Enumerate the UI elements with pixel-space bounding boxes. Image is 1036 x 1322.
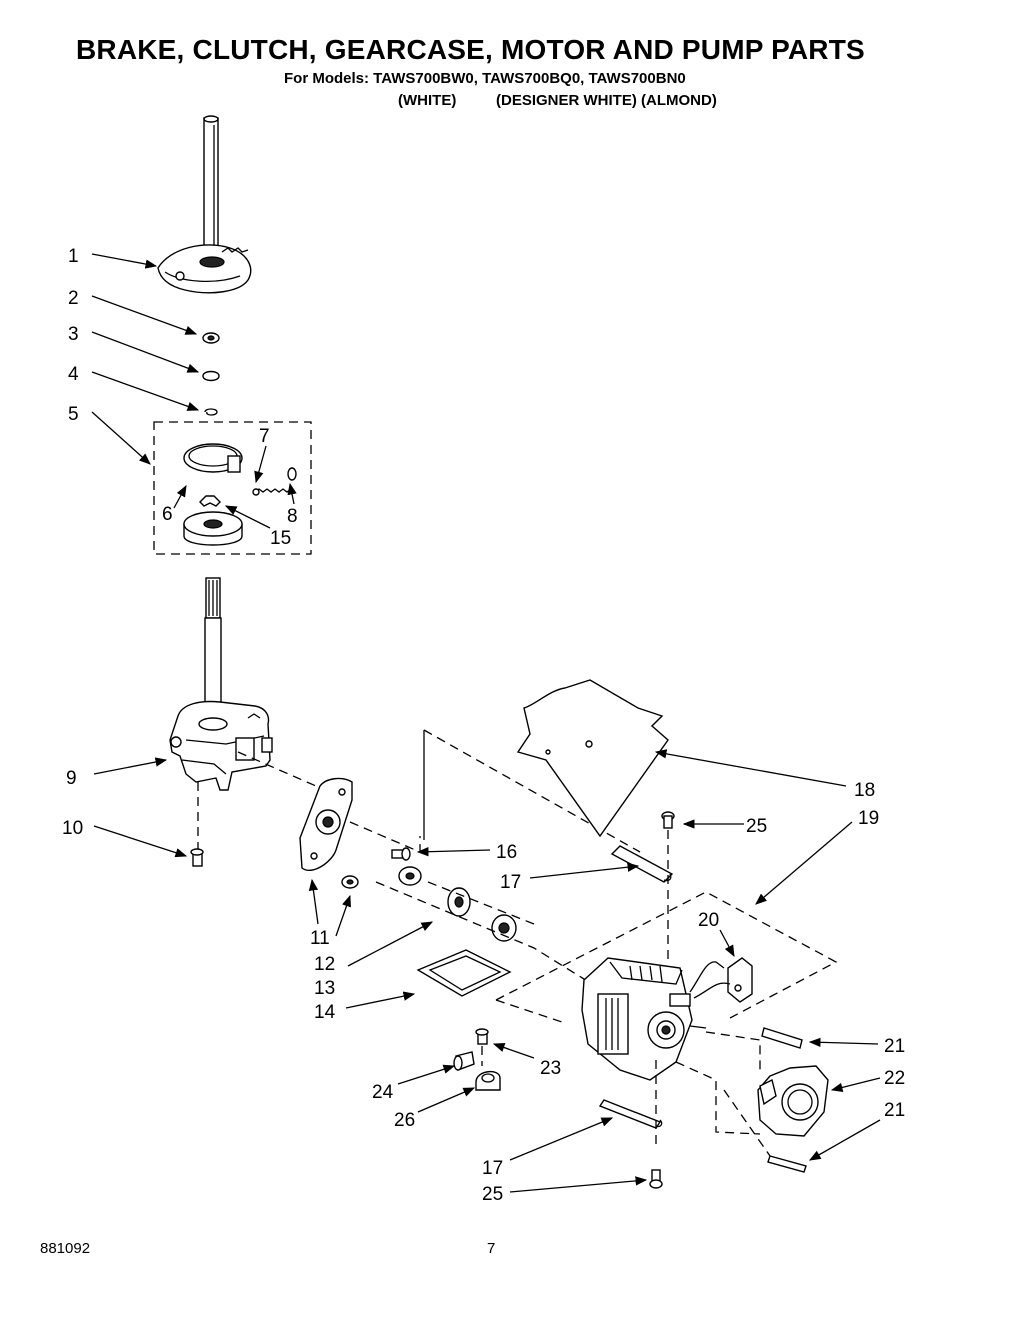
motor-strap-lower bbox=[598, 1099, 663, 1129]
callout-25-upper: 25 bbox=[746, 816, 767, 837]
capacitor-clamp bbox=[475, 1071, 501, 1091]
pump-clip-upper bbox=[761, 1027, 803, 1049]
document-number: 881092 bbox=[40, 1240, 91, 1257]
callout-5: 5 bbox=[68, 404, 79, 425]
gearcase-screw bbox=[190, 782, 204, 867]
snap-ring bbox=[204, 408, 218, 416]
drive-shaft-lower bbox=[204, 577, 222, 729]
callout-26: 26 bbox=[394, 1110, 415, 1131]
callout-18: 18 bbox=[854, 780, 875, 801]
callout-17-upper: 17 bbox=[500, 872, 521, 893]
motor-shield bbox=[516, 679, 669, 838]
callout-7: 7 bbox=[259, 426, 270, 447]
callout-22: 22 bbox=[884, 1068, 905, 1089]
drive-shaft-top bbox=[203, 115, 219, 259]
callout-20: 20 bbox=[698, 910, 719, 931]
callout-17-lower: 17 bbox=[482, 1158, 503, 1179]
callout-24: 24 bbox=[372, 1082, 394, 1103]
pump-clip-lower bbox=[767, 1155, 807, 1173]
callout-6: 6 bbox=[162, 504, 173, 525]
motor-strap-upper bbox=[610, 845, 674, 883]
motor-switch bbox=[689, 957, 753, 1003]
callout-23: 23 bbox=[540, 1058, 561, 1079]
clutch-spring bbox=[254, 488, 296, 493]
drain-pump bbox=[757, 1065, 829, 1137]
callout-15: 15 bbox=[270, 528, 291, 549]
gearcase bbox=[169, 700, 273, 791]
mounting-bolt bbox=[391, 847, 411, 861]
finish-white-label: (WHITE) bbox=[398, 92, 457, 109]
clutch-drum bbox=[183, 511, 243, 546]
hex-nut bbox=[341, 875, 359, 889]
finish-other-label: (DESIGNER WHITE) (ALMOND) bbox=[496, 92, 717, 109]
callout-19: 19 bbox=[858, 808, 879, 829]
leader-lines bbox=[91, 253, 881, 1193]
coupling-disc bbox=[447, 887, 471, 917]
callout-25-lower: 25 bbox=[482, 1184, 503, 1205]
coupling-half bbox=[398, 866, 422, 886]
clamp-screw bbox=[475, 1028, 489, 1066]
model-list: For Models: TAWS700BW0, TAWS700BQ0, TAWS… bbox=[284, 70, 686, 87]
page-number: 7 bbox=[487, 1240, 496, 1257]
capacitor bbox=[453, 1051, 475, 1071]
callout-3: 3 bbox=[68, 324, 79, 345]
callout-2: 2 bbox=[68, 288, 79, 309]
callout-21-upper: 21 bbox=[884, 1036, 905, 1057]
callout-1: 1 bbox=[68, 246, 79, 267]
motor-coupling bbox=[491, 914, 517, 942]
page-title: BRAKE, CLUTCH, GEARCASE, MOTOR AND PUMP … bbox=[76, 34, 865, 65]
callout-10: 10 bbox=[62, 818, 83, 839]
drive-motor bbox=[581, 957, 707, 1081]
motor-screw-upper bbox=[661, 811, 675, 829]
coupling-pad bbox=[416, 949, 512, 997]
callout-21-lower: 21 bbox=[884, 1100, 905, 1121]
retaining-ring bbox=[202, 370, 220, 382]
brake-assembly bbox=[157, 244, 252, 294]
callout-14: 14 bbox=[314, 1002, 336, 1023]
callout-9: 9 bbox=[66, 768, 77, 789]
clutch-lining bbox=[199, 495, 221, 507]
callout-13: 13 bbox=[314, 978, 335, 999]
pump-mount-plate bbox=[299, 777, 353, 871]
callout-12: 12 bbox=[314, 954, 335, 975]
clutch-band bbox=[183, 443, 243, 473]
callout-16: 16 bbox=[496, 842, 517, 863]
clutch-assembly-box bbox=[153, 421, 312, 555]
callout-4: 4 bbox=[68, 364, 79, 385]
callout-8: 8 bbox=[287, 506, 298, 527]
callout-11: 11 bbox=[310, 928, 330, 949]
motor-screw-lower bbox=[649, 1169, 663, 1189]
